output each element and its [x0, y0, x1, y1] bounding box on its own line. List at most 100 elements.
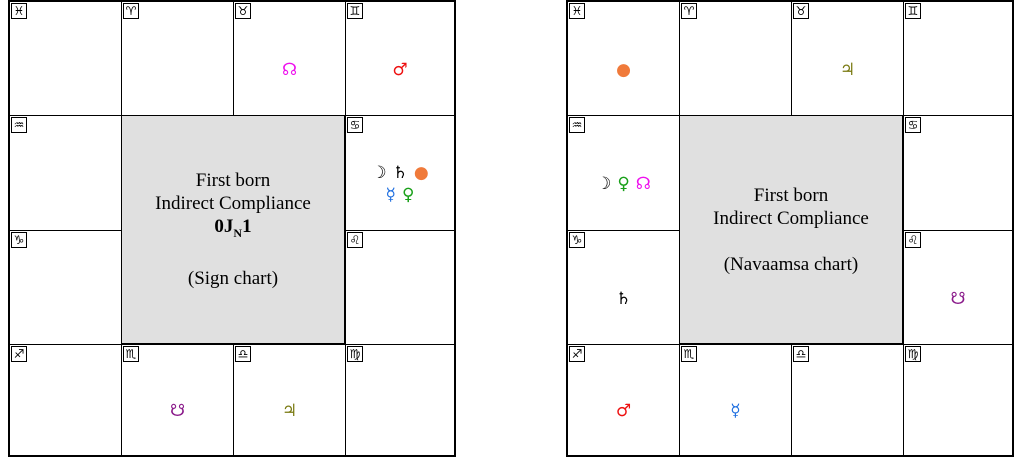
leo-sign-icon: ♌: [905, 232, 921, 248]
rahu-icon: ☊: [281, 59, 298, 80]
house-leo: ♌☋: [903, 230, 1013, 345]
planet-row: ♄: [616, 288, 631, 310]
gemini-sign-icon: ♊: [347, 3, 363, 19]
aries-sign-icon: ♈: [123, 3, 139, 19]
planet-group: [346, 259, 454, 338]
house-taurus: ♉☊: [233, 1, 346, 116]
planet-group: ☊: [234, 30, 345, 109]
house-virgo: ♍: [903, 344, 1013, 456]
ketu-icon: ☋: [169, 401, 186, 421]
planet-group: [122, 30, 233, 109]
mars-icon: ♂: [392, 59, 408, 80]
scorpio-sign-icon: ♏: [123, 346, 139, 362]
cancer-sign-icon: ♋: [905, 117, 921, 133]
aquarius-sign-icon: ♒: [11, 117, 27, 133]
chart-code-suffix: 1: [242, 215, 252, 237]
aries-sign-icon: ♈: [681, 3, 697, 19]
house-aries: ♈: [679, 1, 792, 116]
planet-group: ☽♀☊: [568, 144, 679, 224]
virgo-sign-icon: ♍: [347, 346, 363, 362]
chart-caption: (Navaamsa chart): [723, 253, 859, 275]
house-aquarius: ♒: [9, 115, 122, 231]
ketu-icon: ☋: [950, 288, 966, 309]
planet-row: ♃: [282, 400, 297, 422]
sagittarius-sign-icon: ♐: [11, 346, 27, 362]
planet-row: ♃: [840, 59, 855, 81]
house-leo: ♌: [345, 230, 455, 345]
mars-icon: ♂: [615, 401, 632, 421]
center-line-1: First born: [753, 184, 829, 206]
taurus-sign-icon: ♉: [235, 3, 251, 19]
capricorn-sign-icon: ♑: [11, 232, 27, 248]
planet-row: ☿: [730, 400, 740, 422]
saturn-icon: ♄: [392, 163, 408, 183]
center-line-2: Indirect Compliance: [155, 192, 311, 214]
house-scorpio: ♏☿: [679, 344, 792, 456]
house-scorpio: ♏☋: [121, 344, 234, 456]
planet-group: ☋: [904, 259, 1012, 338]
planet-group: [10, 30, 121, 109]
libra-sign-icon: ♎: [235, 346, 251, 362]
planet-group: [10, 144, 121, 224]
planet-group: ♄: [568, 259, 679, 338]
mercury-icon: ☿: [385, 185, 396, 205]
house-capricorn: ♑: [9, 230, 122, 345]
planet-row: ☽♄●: [371, 162, 428, 184]
planet-row: ☋: [950, 288, 965, 310]
planet-row: ♂: [392, 59, 407, 81]
house-aries: ♈: [121, 1, 234, 116]
planet-group: ♂: [346, 30, 454, 109]
chart-code: 0JN1: [214, 215, 251, 245]
rahu-icon: ☊: [635, 174, 651, 194]
planet-row: ●: [616, 59, 631, 81]
house-virgo: ♍: [345, 344, 455, 456]
sagittarius-sign-icon: ♐: [569, 346, 585, 362]
chart-caption: (Sign chart): [187, 268, 279, 290]
moon-icon: ☽: [596, 174, 612, 194]
house-sagittarius: ♐: [9, 344, 122, 456]
jupiter-icon: ♃: [839, 59, 856, 80]
venus-icon: ♀: [401, 185, 415, 205]
taurus-sign-icon: ♉: [793, 3, 809, 19]
sun-icon: ●: [616, 59, 631, 80]
virgo-sign-icon: ♍: [905, 346, 921, 362]
planet-row: ♂: [616, 400, 631, 422]
planet-row: ☽♀☊: [596, 173, 651, 195]
venus-icon: ♀: [617, 174, 630, 194]
planet-group: [346, 373, 454, 449]
house-libra: ♎: [791, 344, 904, 456]
planet-row: ☋: [170, 400, 185, 422]
house-cancer: ♋: [903, 115, 1013, 231]
mercury-icon: ☿: [730, 401, 741, 421]
aquarius-sign-icon: ♒: [569, 117, 585, 133]
chart-code-subscript: N: [233, 225, 243, 240]
sun-icon: ●: [413, 163, 429, 183]
planet-group: ♂: [568, 373, 679, 449]
planet-group: ☽♄●☿♀: [346, 144, 454, 224]
house-sagittarius: ♐♂: [567, 344, 680, 456]
house-cancer: ♋☽♄●☿♀: [345, 115, 455, 231]
planet-group: [680, 30, 791, 109]
planet-group: [904, 144, 1012, 224]
house-pisces: ♓●: [567, 1, 680, 116]
planet-row: ☿♀: [386, 184, 415, 206]
cancer-sign-icon: ♋: [347, 117, 363, 133]
chart-code-prefix: 0J: [214, 215, 234, 237]
moon-icon: ☽: [371, 163, 387, 183]
planet-group: [792, 373, 903, 449]
house-gemini: ♊♂: [345, 1, 455, 116]
capricorn-sign-icon: ♑: [569, 232, 585, 248]
planet-group: [904, 373, 1012, 449]
center-line-1: First born: [195, 169, 271, 191]
planet-row: ☊: [282, 59, 297, 81]
planet-group: [10, 373, 121, 449]
gemini-sign-icon: ♊: [905, 3, 921, 19]
pisces-sign-icon: ♓: [11, 3, 27, 19]
house-libra: ♎♃: [233, 344, 346, 456]
planet-group: ●: [568, 30, 679, 109]
house-taurus: ♉♃: [791, 1, 904, 116]
